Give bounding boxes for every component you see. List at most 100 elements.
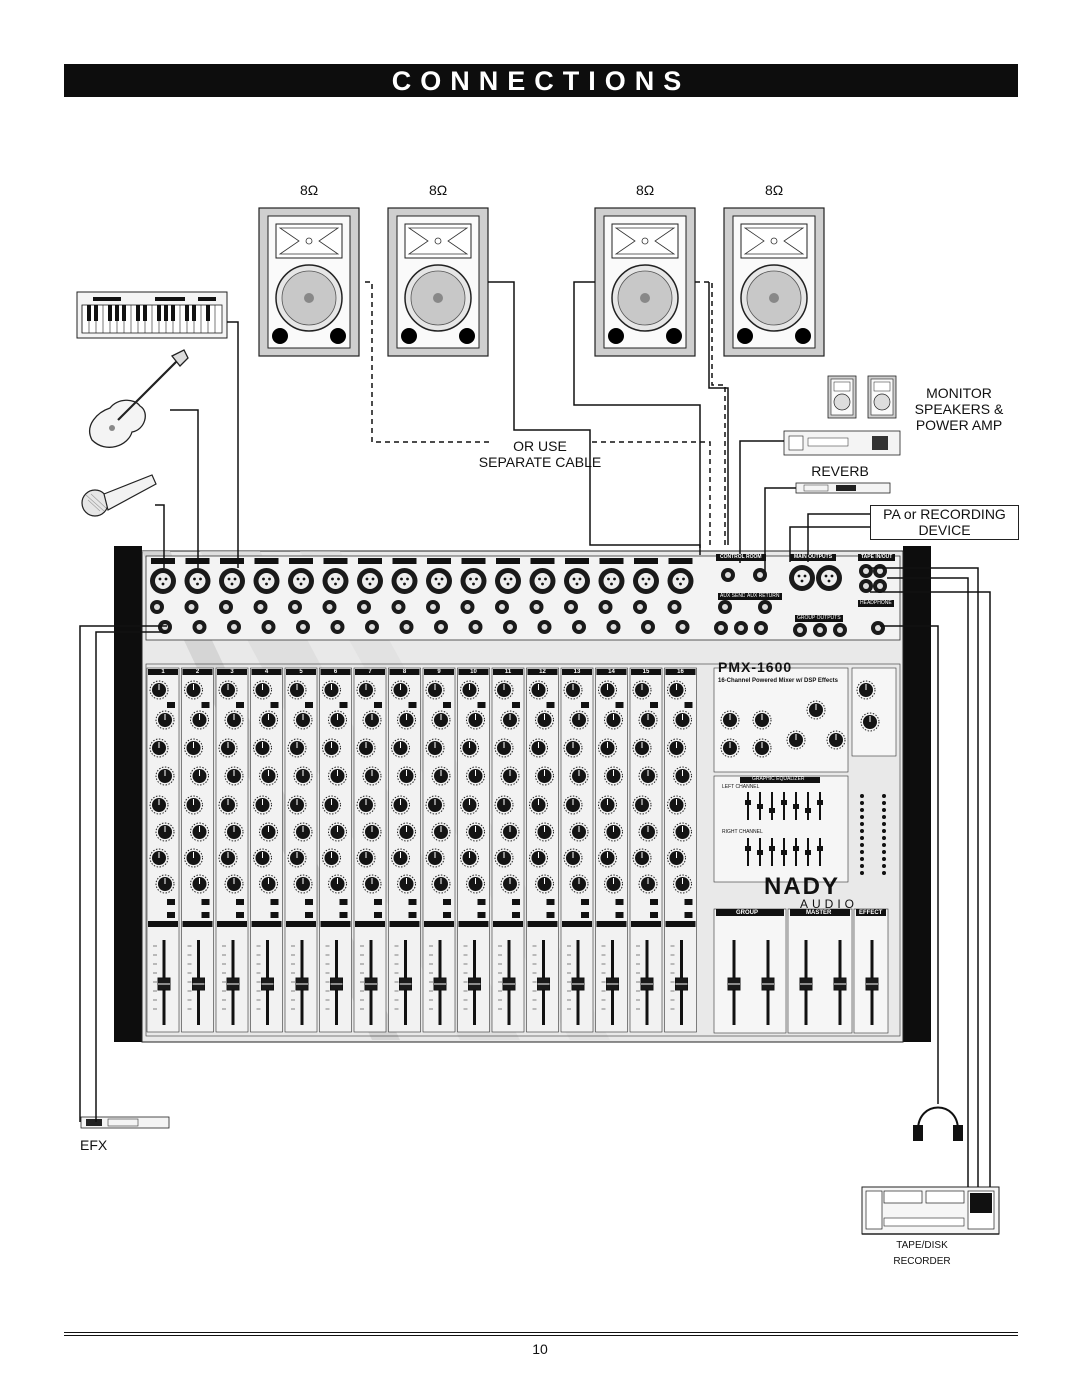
channel-insert-jack — [641, 620, 655, 634]
speaker-1-impedance: 8Ω — [300, 182, 319, 198]
channel-number: 1 — [161, 669, 165, 675]
channel-number: 8 — [402, 669, 407, 675]
channel-number: 7 — [368, 669, 372, 675]
channel-number: 4 — [264, 669, 269, 675]
channel-number: 14 — [608, 669, 615, 675]
mixer-console — [114, 546, 931, 1043]
channel-number: 12 — [539, 669, 546, 675]
dashed-cables — [365, 281, 726, 548]
headphone-label: HEADPHONE — [858, 600, 894, 607]
channel-xlr-input — [219, 568, 245, 594]
channel-insert-jack — [296, 620, 310, 634]
speaker-3 — [594, 207, 696, 357]
pa-recording-label: PA or RECORDING — [883, 506, 1006, 522]
channel-number: 13 — [573, 669, 581, 675]
channel-number: 16 — [677, 669, 684, 675]
channel-number: 11 — [504, 669, 512, 675]
aux-send-label: AUX SEND — [718, 593, 748, 600]
tape-jack — [859, 564, 873, 578]
speaker-2 — [387, 207, 489, 357]
channel-line-input — [357, 600, 371, 614]
brand-sub: AUDIO — [800, 897, 859, 911]
channel-insert-jack — [192, 620, 207, 634]
guitar-instrument — [89, 349, 189, 448]
channel-insert-jack — [399, 620, 414, 634]
aux-jack — [758, 600, 772, 614]
speaker-2-impedance: 8Ω — [429, 182, 448, 198]
channel-insert-jack — [227, 620, 241, 634]
channel-line-input — [564, 600, 578, 614]
speakers-and-label: SPEAKERS & — [914, 401, 1004, 417]
channel-xlr-input — [391, 568, 418, 594]
channel-number: 15 — [642, 669, 650, 675]
channel-number: 3 — [230, 669, 234, 675]
channel-xlr-input — [150, 568, 176, 594]
reverb-label: REVERB — [811, 463, 869, 479]
left-channel-label: LEFT CHANNEL — [722, 784, 760, 790]
channel-insert-jack — [365, 620, 379, 634]
speaker-3-impedance: 8Ω — [636, 182, 655, 198]
main-outputs-label: MAIN OUTPUTS — [790, 554, 837, 561]
channel-insert-jack — [261, 620, 276, 634]
channel-xlr-input — [529, 568, 556, 594]
channel-insert-jack — [572, 620, 586, 634]
channel-xlr-input — [322, 568, 349, 594]
tape-disk-recorder-icon — [861, 1186, 1000, 1235]
channel-insert-jack — [537, 620, 552, 634]
channel-insert-jack — [606, 620, 621, 634]
mixer-subtitle: 16-Channel Powered Mixer w/ DSP Effects — [718, 678, 838, 684]
channel-number: 2 — [195, 669, 200, 675]
master-section-label: MASTER — [806, 910, 832, 916]
channel-insert-jack — [503, 620, 517, 634]
separate-cable-label: SEPARATE CABLE — [478, 454, 602, 470]
group-section-label: GROUP — [736, 910, 759, 916]
speaker-4 — [723, 207, 825, 357]
channel-number: 9 — [437, 669, 441, 675]
channel-xlr-input — [460, 568, 487, 594]
channel-xlr-input — [495, 568, 521, 594]
group-output-jack — [833, 623, 847, 637]
recorder-label: RECORDER — [893, 1256, 951, 1267]
footer-rule-thin — [64, 1335, 1018, 1336]
group-output-jack — [813, 623, 827, 637]
graphic-eq-label: GRAPHIC EQUALIZER — [752, 776, 805, 782]
channel-xlr-input — [253, 568, 280, 594]
channel-xlr-input — [598, 568, 625, 594]
aux-jack — [734, 621, 748, 635]
effect-section-label: EFFECT — [859, 910, 883, 916]
efx-unit-icon — [80, 1116, 170, 1129]
keyboard-instrument — [76, 291, 228, 339]
channel-line-input — [184, 600, 199, 614]
channel-xlr-input — [288, 568, 314, 594]
brand-logo: NADY — [764, 873, 841, 900]
channel-line-input — [288, 600, 302, 614]
channel-xlr-input — [633, 568, 659, 594]
channel-line-input — [391, 600, 406, 614]
page-number: 10 — [532, 1341, 548, 1357]
channel-line-input — [598, 600, 613, 614]
monitor-speakers-icon — [827, 375, 897, 419]
channel-line-input — [322, 600, 337, 614]
channel-insert-jack — [330, 620, 345, 634]
power-amp-label: POWER AMP — [915, 417, 1003, 433]
main-output-xlr-left — [789, 565, 815, 591]
tape-jack — [873, 579, 887, 593]
channel-number: 5 — [299, 669, 303, 675]
control-room-label: CONTROL ROOM — [716, 554, 766, 561]
channel-line-input — [495, 600, 509, 614]
aux-jack — [718, 600, 732, 614]
channel-line-input — [426, 600, 440, 614]
channel-xlr-input — [184, 568, 211, 594]
main-output-xlr-right — [816, 565, 842, 591]
channel-xlr-input — [564, 568, 590, 594]
tape-in-out-label: TAPE IN/OUT — [858, 554, 896, 561]
channel-line-input — [667, 600, 682, 614]
channel-line-input — [219, 600, 233, 614]
mixer-model: PMX-1600 — [718, 659, 793, 675]
cables — [79, 281, 991, 1187]
microphone-instrument — [81, 474, 157, 517]
channel-number: 6 — [333, 669, 338, 675]
channel-line-input — [633, 600, 647, 614]
tape-jack — [873, 564, 887, 578]
